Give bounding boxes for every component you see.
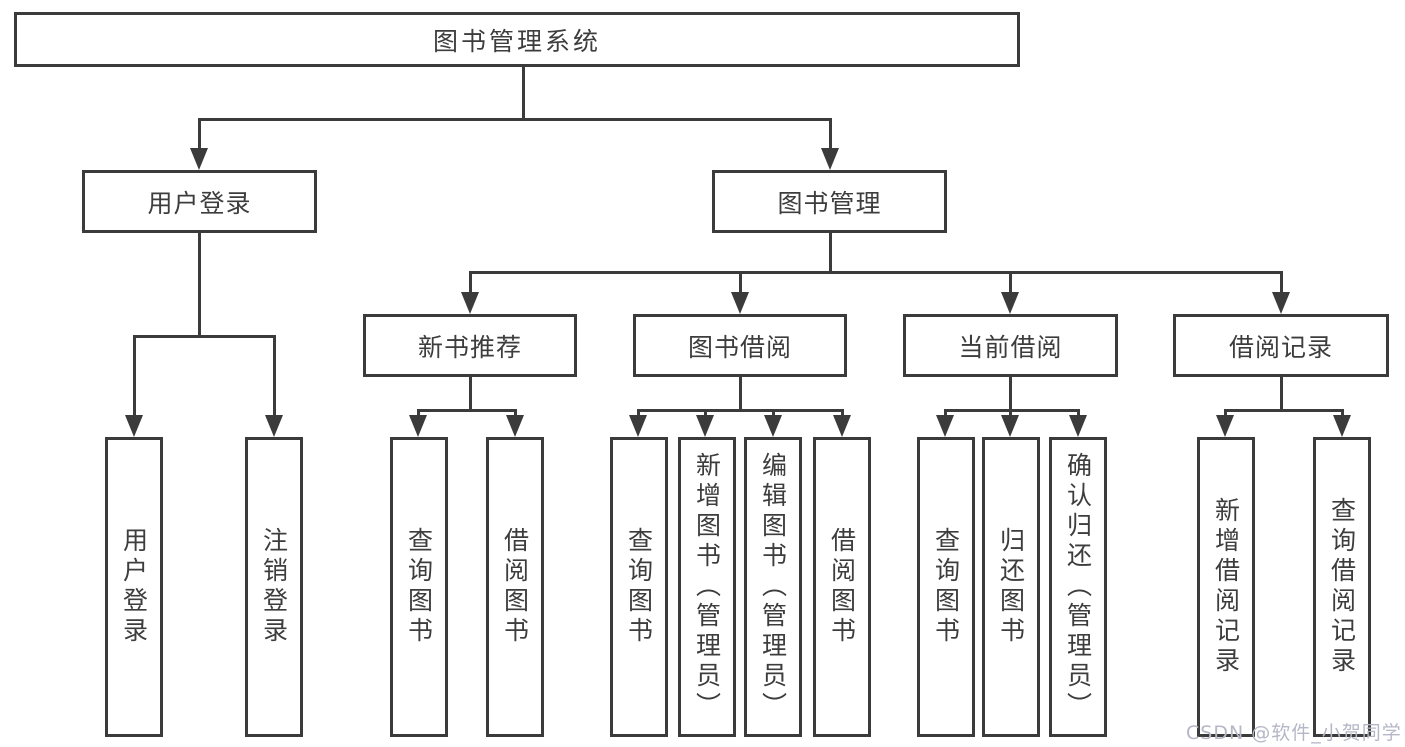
connector-rail [417,409,517,412]
connector-drop [841,409,844,418]
connector-drop [1077,409,1080,418]
connector-rail [469,271,1282,274]
node-label: 注销登录 [259,527,289,647]
node-root-label: 图书管理系统 [432,26,601,56]
arrowhead-down [936,415,954,437]
connector-drop [704,409,707,418]
node-label: 图书管理 [777,188,882,218]
connector-drop [944,409,947,418]
connector-stem [469,377,472,411]
node-book-management: 图书管理 [712,170,947,233]
node-label: 用户登录 [119,527,149,647]
connector-drop [198,118,201,152]
watermark: CSDN @软件_小贺同学 [1186,722,1402,744]
arrowhead-down [1333,415,1351,437]
node-current-borrowing: 当前借阅 [903,314,1118,377]
arrowhead-down [125,415,143,437]
connector-drop [637,409,640,418]
connector-root-rail [198,118,831,121]
connector-drop [829,118,832,152]
node-label: 借阅记录 [1228,332,1333,362]
node-label: 用户登录 [147,188,252,218]
connector-stem [1009,377,1012,411]
node-label: 查询图书 [931,527,961,647]
connector-stem [1280,377,1283,411]
node-label: 借阅图书 [500,527,530,647]
connector-drop [1224,409,1227,418]
connector-drop [1009,271,1012,296]
node-query-books: 查询图书 [390,437,448,737]
node-query-borrow-record: 查询借阅记录 [1313,437,1371,737]
arrowhead-down [190,148,208,170]
node-root: 图书管理系统 [14,12,1020,67]
connector-drop [1280,271,1283,296]
node-query-books: 查询图书 [917,437,975,737]
arrowhead-down [506,415,524,437]
node-borrow-books: 借阅图书 [486,437,544,737]
node-new-book-recommend: 新书推荐 [363,314,577,377]
connector-drop [1009,409,1012,418]
arrowhead-down [1216,415,1234,437]
arrowhead-down [461,292,479,314]
connector-rail [1224,409,1343,412]
arrowhead-down [696,415,714,437]
node-add-borrow-record: 新增借阅记录 [1197,437,1255,737]
arrowhead-down [764,415,782,437]
node-return-books: 归还图书 [982,437,1040,737]
connector-drop [514,409,517,418]
connector-rail [944,409,1079,412]
node-query-books: 查询图书 [610,437,668,737]
node-user-login-action: 用户登录 [105,437,163,737]
node-label: 新增图书（管理员） [692,452,722,722]
node-label: 查询图书 [624,527,654,647]
connector-rail [637,409,843,412]
node-book-borrowing: 图书借阅 [633,314,847,377]
arrowhead-down [409,415,427,437]
node-borrowing-records: 借阅记录 [1173,314,1389,377]
connector-root-stem [522,67,525,120]
arrowhead-down [833,415,851,437]
arrowhead-down [1001,415,1019,437]
arrowhead-down [629,415,647,437]
connector-rail [133,335,275,338]
node-edit-books-admin: 编辑图书（管理员） [744,437,802,737]
node-logout-action: 注销登录 [245,437,303,737]
node-label: 新书推荐 [417,332,522,362]
connector-drop [772,409,775,418]
connector-stem [198,233,201,337]
node-label: 编辑图书（管理员） [758,452,788,722]
node-label: 图书借阅 [687,332,792,362]
connector-drop [739,271,742,296]
arrowhead-down [731,292,749,314]
node-label: 当前借阅 [958,332,1063,362]
node-borrow-books: 借阅图书 [813,437,871,737]
arrowhead-down [265,415,283,437]
node-user-login: 用户登录 [82,170,317,233]
arrowhead-down [1272,292,1290,314]
node-add-books-admin: 新增图书（管理员） [678,437,736,737]
connector-drop [1341,409,1344,418]
connector-stem [739,377,742,411]
node-label: 借阅图书 [827,527,857,647]
node-label: 确认归还（管理员） [1063,452,1093,722]
node-label: 新增借阅记录 [1211,497,1241,677]
connector-drop [273,335,276,417]
connector-drop [133,335,136,417]
connector-stem [829,233,832,273]
node-label: 查询图书 [404,527,434,647]
node-label: 归还图书 [996,527,1026,647]
node-confirm-return-admin: 确认归还（管理员） [1049,437,1107,737]
arrowhead-down [821,148,839,170]
arrowhead-down [1001,292,1019,314]
arrowhead-down [1069,415,1087,437]
node-label: 查询借阅记录 [1327,497,1357,677]
connector-drop [469,271,472,296]
connector-drop [417,409,420,418]
